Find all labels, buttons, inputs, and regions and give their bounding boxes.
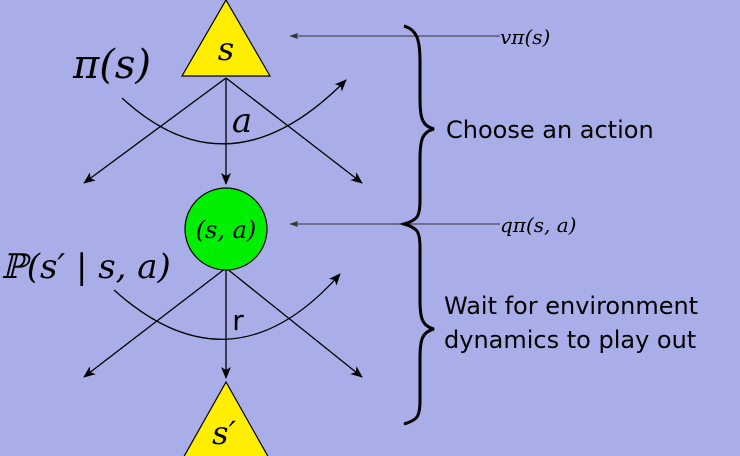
policy-annotation: π(s) (72, 42, 151, 88)
wait-label-line2: dynamics to play out (444, 326, 696, 354)
state-value-label: vπ(s) (500, 25, 550, 49)
wait-label-line1: Wait for environment (444, 292, 698, 320)
transition-arc-arrow (113, 273, 341, 340)
state-node (180, 0, 272, 77)
branch-right-arrow (225, 77, 363, 184)
reward-label: r (232, 304, 244, 337)
action-label: a (232, 101, 252, 141)
next-state-node (183, 380, 269, 456)
transition-annotation: ℙ(s′ | s, a) (1, 247, 171, 287)
transition-branches (83, 267, 363, 379)
state-label: s (218, 30, 234, 68)
phase-brace (398, 24, 435, 426)
outcome-right-arrow (225, 267, 363, 378)
state-action-node (184, 187, 268, 271)
choose-action-label: Choose an action (446, 116, 654, 144)
policy-branches (83, 77, 363, 185)
policy-arc-arrow (121, 79, 347, 145)
next-state-label: s′ (212, 414, 236, 452)
branch-left-arrow (83, 77, 227, 184)
action-value-label: qπ(s, a) (500, 213, 576, 237)
state-action-label: (s, a) (196, 216, 257, 244)
outcome-left-arrow (83, 267, 227, 378)
